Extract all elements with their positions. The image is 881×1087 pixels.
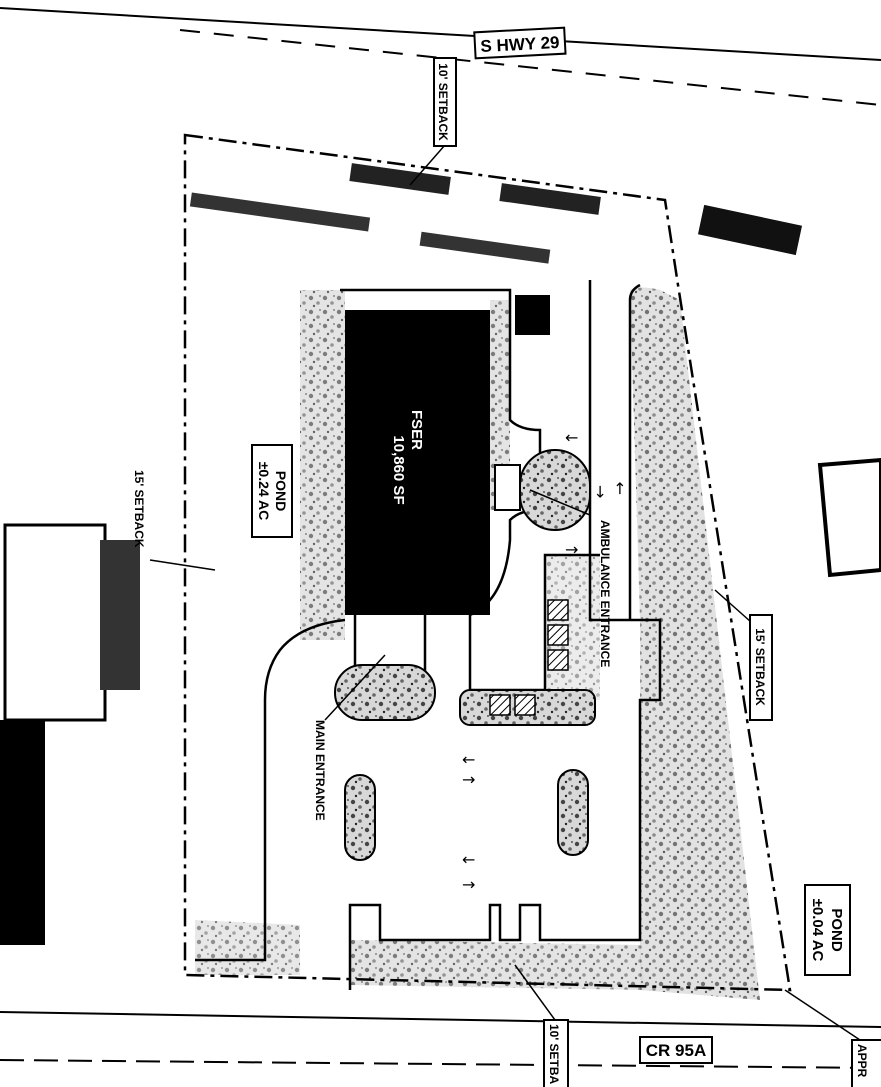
label-setback-bottom: 10' SETBA bbox=[543, 1019, 569, 1087]
svg-text:→: → bbox=[462, 875, 475, 894]
svg-text:10' SETBA: 10' SETBA bbox=[547, 1024, 561, 1085]
svg-text:±0.24 AC: ±0.24 AC bbox=[256, 462, 272, 521]
leader-lines bbox=[149, 144, 861, 1041]
label-setback-top: 10' SETBACK bbox=[433, 57, 457, 147]
property-boundary bbox=[183, 133, 792, 992]
svg-text:POND: POND bbox=[828, 908, 845, 952]
svg-text:POND: POND bbox=[273, 471, 289, 511]
svg-text:AMBULANCE ENTRANCE: AMBULANCE ENTRANCE bbox=[598, 520, 612, 667]
traffic-arrows: ←→ → → ←→ ←→ bbox=[462, 428, 629, 894]
label-setback-right: 15' SETBACK bbox=[749, 614, 773, 721]
road-name-bottom: CR 95A bbox=[646, 1041, 706, 1060]
building-name: FSER bbox=[408, 410, 425, 450]
building-fser bbox=[345, 310, 490, 615]
label-approach: APPR bbox=[851, 1039, 881, 1087]
svg-text:→: → bbox=[462, 770, 475, 789]
label-setback-left: 15' SETBACK bbox=[132, 470, 146, 548]
svg-text:±0.04 AC: ±0.04 AC bbox=[809, 899, 826, 962]
dumpster-enclosure bbox=[515, 295, 550, 335]
label-pond-east: POND ±0.04 AC bbox=[804, 884, 851, 976]
road-name-top: S HWY 29 bbox=[480, 33, 560, 56]
svg-text:MAIN ENTRANCE: MAIN ENTRANCE bbox=[313, 720, 327, 821]
label-main-entrance: MAIN ENTRANCE bbox=[313, 720, 327, 821]
ambulance-bay bbox=[494, 464, 521, 511]
svg-text:←: ← bbox=[565, 428, 578, 447]
svg-text:APPR: APPR bbox=[855, 1044, 869, 1078]
svg-text:10' SETBACK: 10' SETBACK bbox=[436, 63, 450, 141]
svg-text:15' SETBACK: 15' SETBACK bbox=[753, 628, 767, 706]
svg-text:→: → bbox=[565, 540, 578, 559]
road-s-hwy-29 bbox=[0, 7, 881, 106]
label-pond-west: POND ±0.24 AC bbox=[251, 444, 293, 538]
label-ambulance-entrance: AMBULANCE ENTRANCE bbox=[598, 520, 612, 667]
building-area: 10,860 SF bbox=[390, 435, 407, 504]
svg-text:15' SETBACK: 15' SETBACK bbox=[132, 470, 146, 548]
svg-text:←: ← bbox=[462, 850, 475, 869]
svg-text:←: ← bbox=[462, 750, 475, 769]
svg-text:→: → bbox=[610, 482, 629, 495]
road-cr-95a bbox=[0, 1011, 881, 1069]
adjacent-buildings bbox=[0, 163, 881, 945]
accessible-parking-stalls bbox=[489, 599, 569, 716]
islands bbox=[334, 449, 596, 861]
svg-text:→: → bbox=[591, 485, 610, 498]
label-cr-95a: CR 95A bbox=[639, 1036, 713, 1064]
label-s-hwy-29: S HWY 29 bbox=[473, 26, 567, 60]
